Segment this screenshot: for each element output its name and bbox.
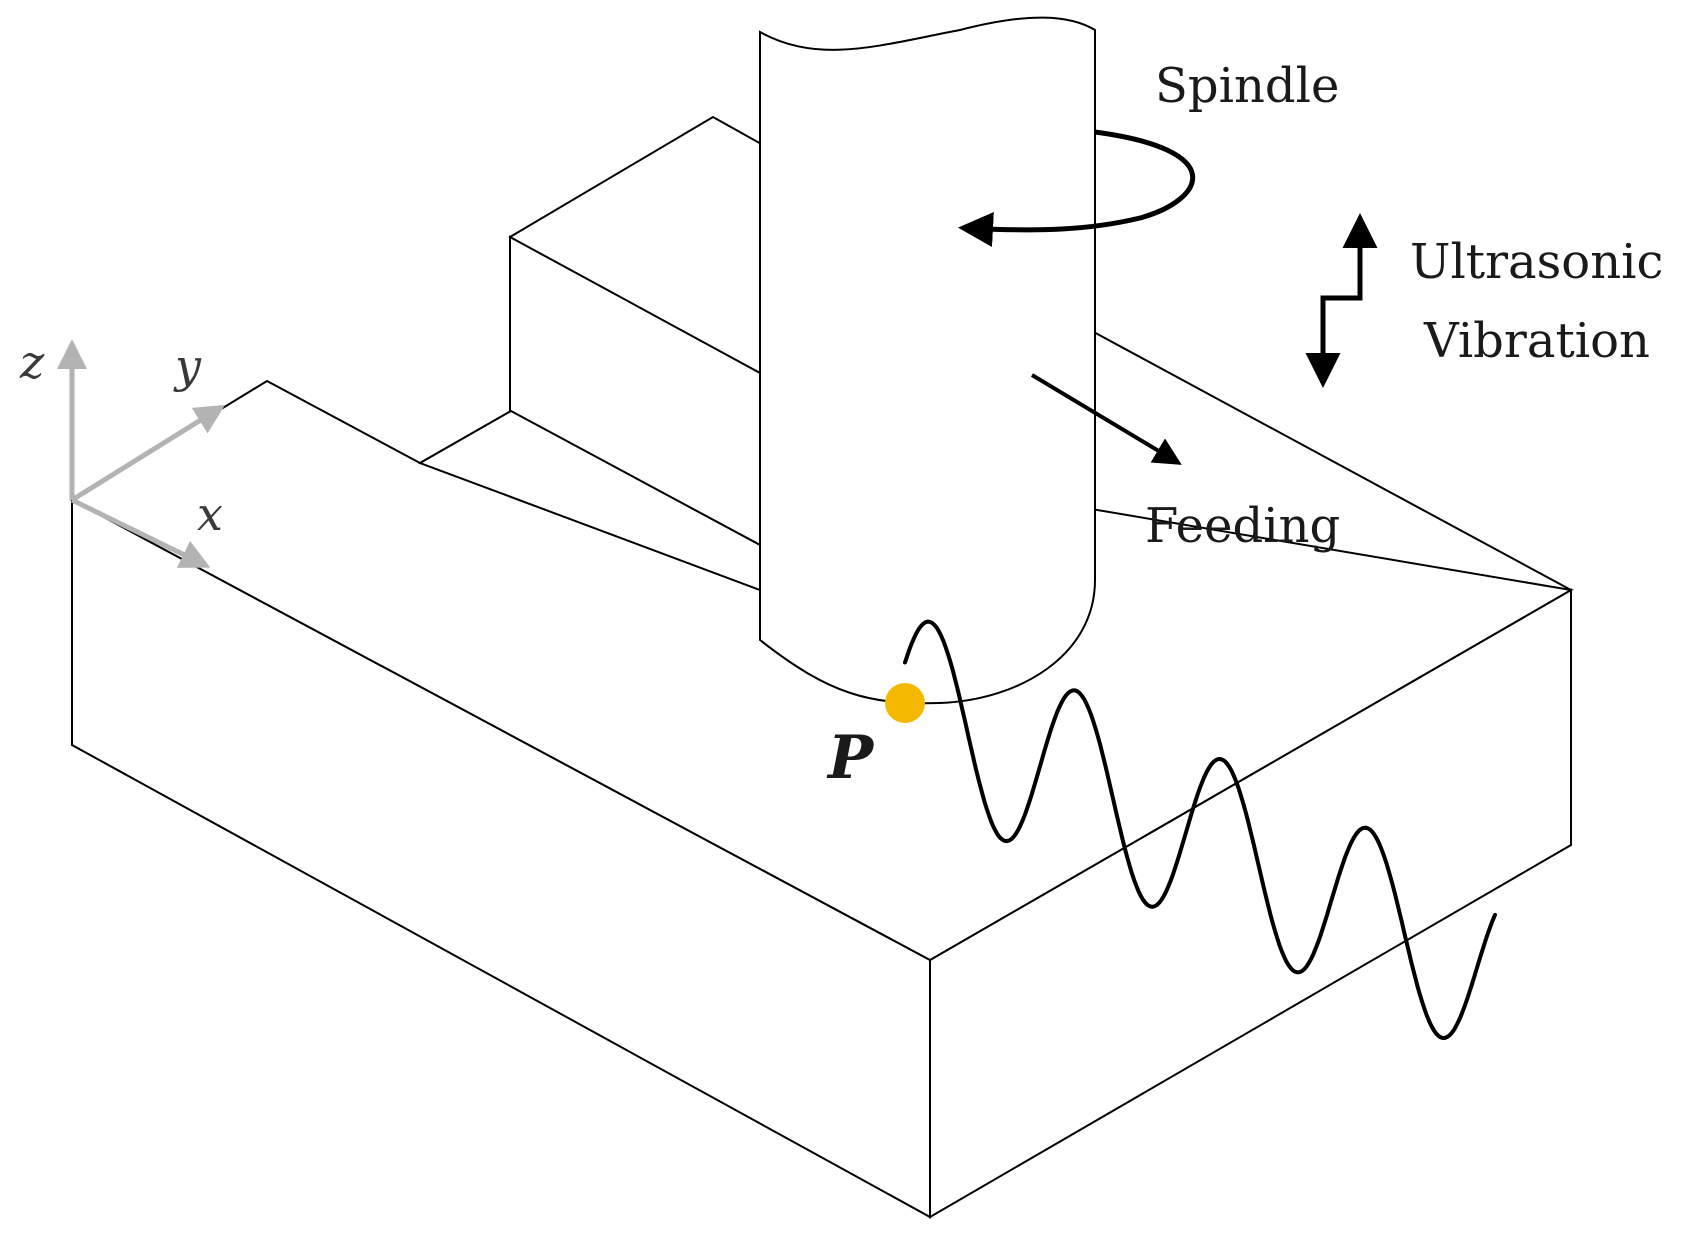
upper-surface-edge (1089, 329, 1572, 591)
spindle-rotation-arrow (958, 129, 1196, 247)
y-axis-label: y (173, 339, 202, 393)
x-axis-arrow (70, 497, 211, 568)
feeding-arrow (1030, 373, 1182, 465)
tool-cylinder (759, 16, 1096, 705)
z-axis-label: z (19, 335, 45, 389)
y-axis-arrow (70, 404, 226, 503)
spindle-label: Spindle (1155, 58, 1339, 114)
x-axis-label: x (197, 487, 223, 541)
ultrasonic-vibration-arrow (1305, 213, 1378, 388)
contact-point-marker (885, 683, 925, 723)
ultrasonic-label-line1: Ultrasonic (1410, 234, 1663, 290)
feeding-label: Feeding (1145, 498, 1340, 554)
spindle-tool (759, 16, 1096, 705)
coordinate-axes: z y x (19, 335, 226, 568)
point-p-label: P (826, 723, 875, 793)
vibration-sine-wave (903, 619, 1497, 1041)
ultrasonic-label-line2: Vibration (1423, 313, 1650, 369)
